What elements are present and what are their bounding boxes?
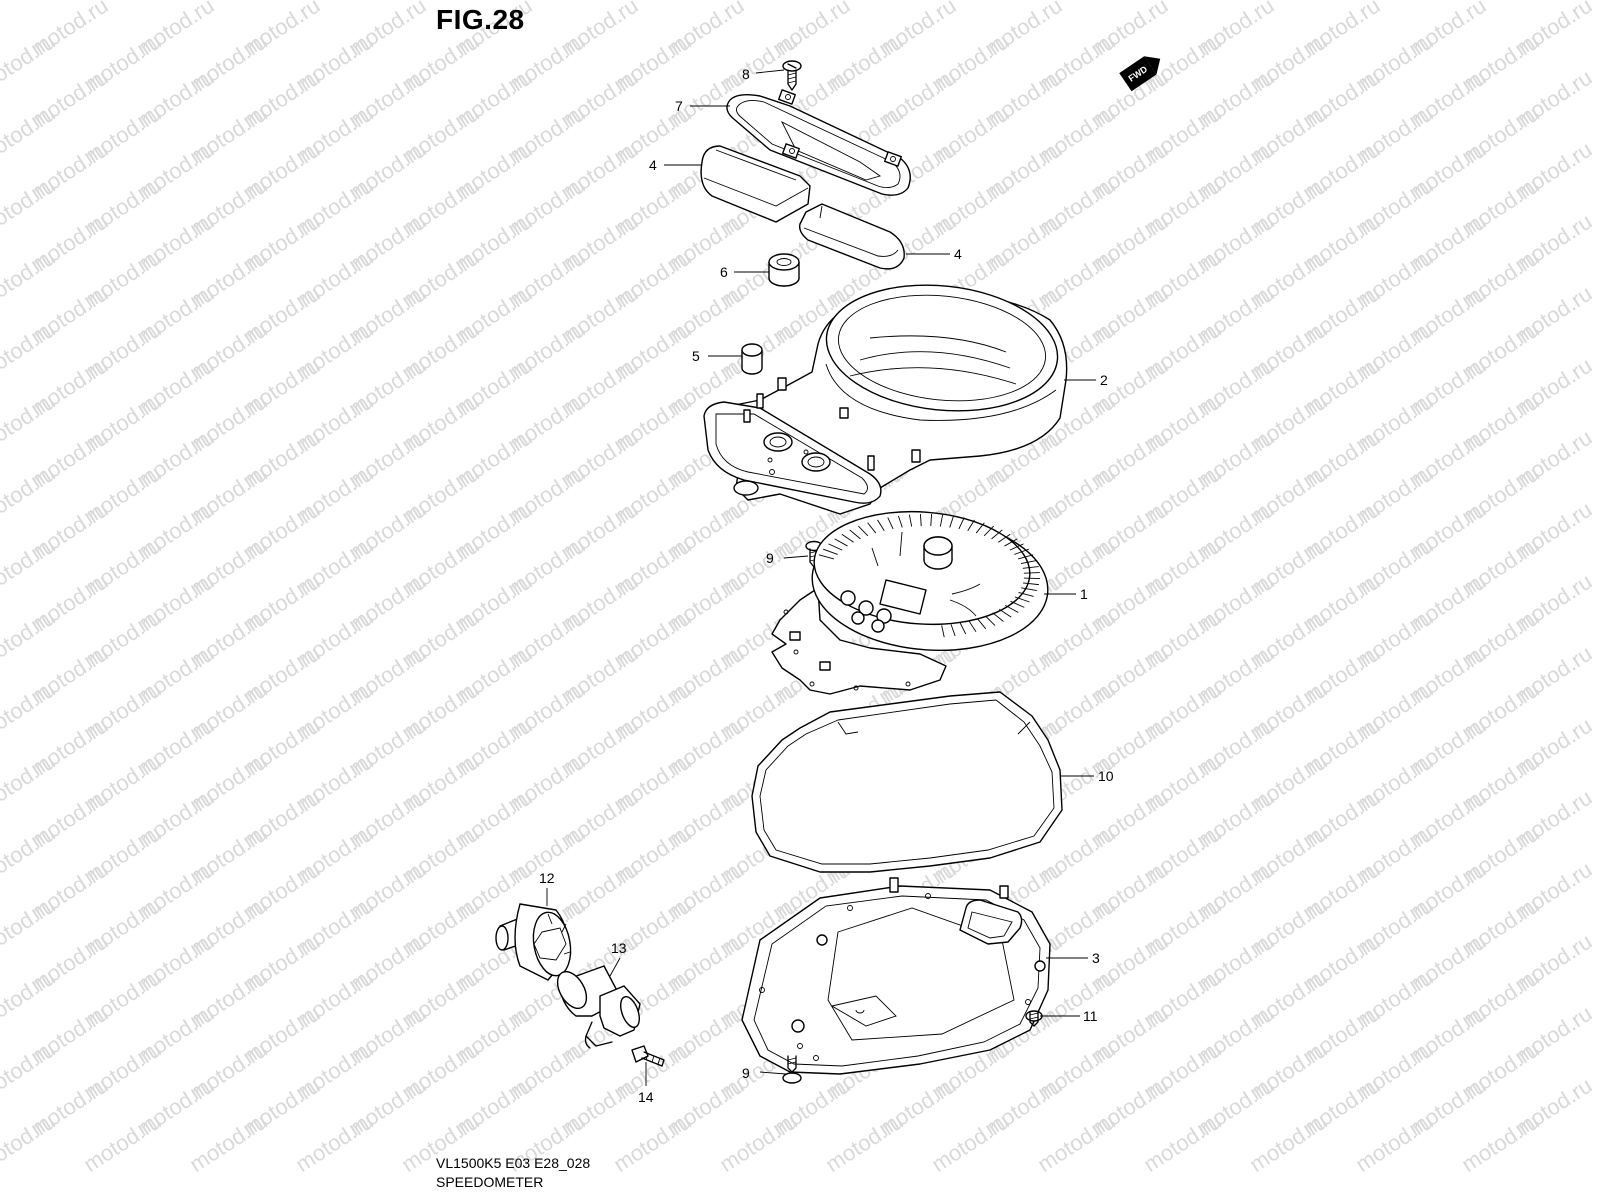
dial-tick — [867, 522, 877, 534]
dial-tick — [823, 548, 838, 555]
dial-tick — [983, 525, 994, 537]
dial-tick — [1004, 538, 1018, 547]
dial-tick — [968, 620, 977, 632]
part-4-lens-upper — [700, 145, 811, 223]
section-name: SPEEDOMETER — [436, 1174, 544, 1190]
callout-4-lower: 4 — [954, 246, 962, 262]
part-12-drive-gear — [495, 903, 572, 981]
callout-11: 11 — [1083, 1008, 1098, 1024]
callout-12: 12 — [539, 870, 555, 886]
dial-tick — [1014, 548, 1029, 555]
dial-tick — [998, 533, 1011, 543]
dial-tick — [841, 533, 854, 543]
dial-tick — [930, 514, 933, 527]
callout-13: 13 — [611, 940, 627, 956]
callout-2: 2 — [1100, 372, 1108, 388]
dial-tick — [1010, 600, 1025, 608]
dial-tick — [1023, 572, 1040, 574]
dial-tick — [834, 538, 848, 547]
dial-tick — [849, 529, 861, 540]
dial-tick — [887, 517, 894, 530]
callout-1: 1 — [1080, 586, 1088, 602]
dial-tick — [1014, 596, 1030, 603]
dial-tick — [1017, 554, 1034, 560]
part-4-lens-lower — [798, 203, 905, 270]
dial-tick — [992, 612, 1004, 622]
dial-tick — [1021, 587, 1037, 592]
callout-14: 14 — [638, 1089, 654, 1105]
callout-6: 6 — [720, 264, 728, 280]
dial-tick — [977, 618, 987, 630]
dial-tick — [949, 515, 955, 528]
dial-tick — [897, 515, 903, 528]
part-2-upper-case — [703, 284, 1068, 515]
part-8-screw — [782, 60, 802, 91]
dial-tick — [975, 522, 985, 534]
dial-tick — [877, 519, 885, 531]
part-10-gasket — [751, 691, 1063, 873]
dial-tick — [1020, 560, 1037, 565]
callout-9-upper: 9 — [766, 550, 774, 566]
diagram-code: VL1500K5 E03 E28_028 — [436, 1155, 591, 1171]
dial-tick — [939, 514, 944, 527]
part-13-speed-sensor — [556, 965, 641, 1049]
part-3-lower-case — [741, 877, 1051, 1075]
figure-title: FIG.28 — [436, 4, 525, 35]
dial-tick — [941, 625, 945, 638]
dial-tick — [919, 514, 922, 527]
callout-10: 10 — [1098, 768, 1114, 784]
callout-5: 5 — [692, 348, 700, 364]
part-5-cushion — [741, 343, 763, 375]
dial-tick — [991, 529, 1003, 540]
callout-7: 7 — [675, 98, 683, 114]
callout-9-lower: 9 — [742, 1065, 750, 1081]
dial-tick — [818, 554, 835, 560]
dial-tick — [967, 519, 975, 531]
leader-lines — [546, 69, 1096, 1086]
callout-4-upper: 4 — [649, 157, 657, 173]
dial-tick — [908, 514, 913, 527]
part-14-bolt — [631, 1045, 665, 1067]
dial-tick — [950, 624, 956, 637]
dial-tick — [984, 615, 996, 626]
dial-tick — [999, 608, 1012, 618]
part-1-meter-assembly — [771, 510, 1049, 695]
part-7-lens-housing — [726, 89, 911, 196]
part-9-screw-lower — [782, 1055, 802, 1084]
dial-tick — [1009, 543, 1024, 551]
dial-tick — [1018, 592, 1034, 597]
dial-tick — [958, 517, 965, 530]
dial-tick — [959, 622, 967, 635]
dial-tick — [828, 543, 843, 551]
dial-tick — [1023, 577, 1040, 580]
part-6-grommet — [768, 253, 800, 287]
dial-tick — [1005, 604, 1019, 613]
dial-tick — [1022, 582, 1039, 586]
dial-tick — [858, 525, 869, 537]
dial-tick — [1022, 566, 1039, 569]
diagram-footer: VL1500K5 E03 E28_028 SPEEDOMETER — [436, 1154, 590, 1192]
callout-8: 8 — [742, 66, 750, 82]
callout-3: 3 — [1092, 950, 1100, 966]
